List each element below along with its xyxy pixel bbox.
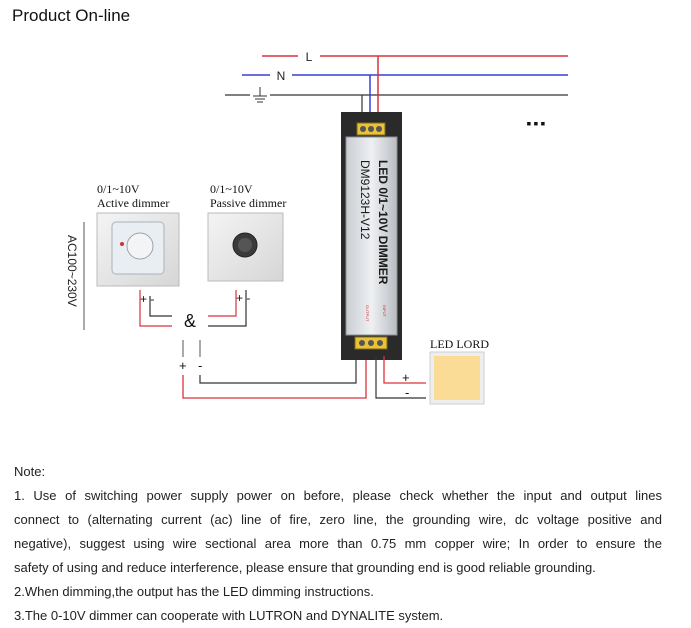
device-small-label-input: INPUT <box>382 305 387 318</box>
note-2: 2.When dimming,the output has the LED di… <box>14 584 374 599</box>
active-minus-wire <box>149 296 172 317</box>
ac-label: AC100~230V <box>65 235 79 307</box>
dimmer-device: LED 0/1~10V DIMMER DM9123H-V12 INPUT OUT… <box>341 112 402 360</box>
active-dimmer-name: Active dimmer <box>97 196 169 210</box>
output-minus-wire <box>375 356 426 399</box>
output-plus-wire <box>383 356 426 384</box>
note-3: 3.The 0-10V dimmer can cooperate with LU… <box>14 608 444 623</box>
notes-heading: Note: <box>14 464 46 479</box>
output-minus-label: - <box>405 385 409 400</box>
ampersand: & <box>184 311 196 331</box>
note-1-line-2: connect to (alternating current (ac) lin… <box>14 512 662 527</box>
passive-minus-wire <box>208 290 247 327</box>
passive-dimmer-name: Passive dimmer <box>210 196 286 210</box>
active-dimmer-plate <box>96 212 180 287</box>
device-model-line2: DM9123H-V12 <box>358 160 372 240</box>
passive-dimmer-range: 0/1~10V <box>210 182 253 196</box>
ground-icon <box>253 87 267 103</box>
signal-plus-label: + <box>179 358 187 373</box>
signal-minus-wire <box>199 356 357 384</box>
active-dimmer-range: 0/1~10V <box>97 182 140 196</box>
passive-dimmer-polarity: + - <box>236 291 250 305</box>
passive-plus-wire <box>208 290 237 317</box>
led-load <box>429 351 485 405</box>
active-dimmer-polarity: + - <box>140 292 154 306</box>
device-model-line1: LED 0/1~10V DIMMER <box>376 160 390 285</box>
live-label: L <box>306 50 313 64</box>
notes: Note: 1. Use of switching power supply p… <box>14 460 662 628</box>
neutral-label: N <box>277 69 286 83</box>
led-load-label: LED LORD <box>430 337 489 351</box>
output-plus-label: + <box>402 370 410 385</box>
signal-plus-wire <box>182 356 367 399</box>
note-1-line-1: 1. Use of switching power supply power o… <box>14 488 662 503</box>
passive-dimmer-plate <box>207 212 284 282</box>
note-1-line-4: safety of using and reduce interference,… <box>14 560 596 575</box>
wiring-diagram: L N ▪▪▪ AC100~230V 0/1~10V Active dimmer… <box>65 49 568 405</box>
page-title: Product On-line <box>12 6 131 25</box>
note-1-line-3: negative), suggest using wire sectional … <box>14 536 662 551</box>
active-plus-wire <box>139 290 172 327</box>
more-indicator: ▪▪▪ <box>527 115 548 131</box>
signal-minus-label: - <box>198 358 202 373</box>
device-small-label-output: OUTPUT <box>365 305 370 322</box>
